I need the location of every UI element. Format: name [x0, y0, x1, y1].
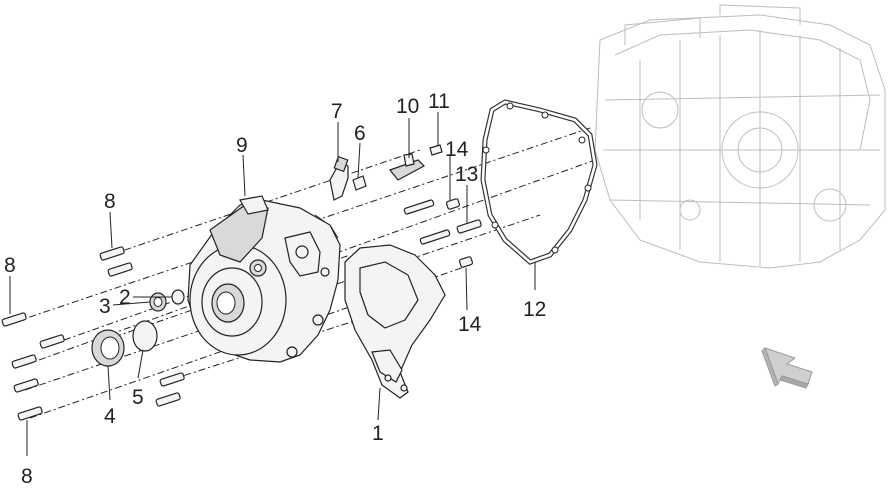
- callout-4: 4: [104, 405, 116, 428]
- callout-3: 3: [99, 295, 111, 318]
- callout-1: 1: [372, 422, 384, 445]
- callout-14-top: 14: [445, 138, 469, 161]
- engine-block-ghost: [594, 4, 886, 269]
- dowels-and-bolts-right: [403, 198, 482, 268]
- clip-and-screw: [389, 144, 443, 181]
- callout-8-left: 8: [4, 254, 16, 277]
- callout-9: 9: [236, 134, 248, 157]
- callout-14-bottom: 14: [458, 313, 482, 336]
- sensor-assembly: [329, 155, 367, 201]
- callout-8-top: 8: [104, 190, 116, 213]
- callout-7: 7: [331, 100, 343, 123]
- bolts-left: [1, 246, 185, 421]
- callout-11: 11: [428, 90, 450, 113]
- gasket: [480, 99, 598, 265]
- callout-6: 6: [354, 122, 366, 145]
- callout-12: 12: [523, 298, 546, 321]
- callout-2: 2: [119, 286, 131, 309]
- callout-13: 13: [455, 163, 478, 186]
- callout-10: 10: [396, 95, 419, 118]
- callout-8-bottom: 8: [21, 465, 33, 488]
- callouts: 1 2 3 4 5 6 7 8 8 8 9 10 11 12 13 14 14: [4, 90, 546, 488]
- callout-5: 5: [132, 386, 144, 409]
- arrow-icon: [761, 347, 813, 389]
- crankcase-cover: [187, 195, 341, 363]
- leader-lines: [9, 112, 536, 456]
- outer-cover: [344, 244, 446, 399]
